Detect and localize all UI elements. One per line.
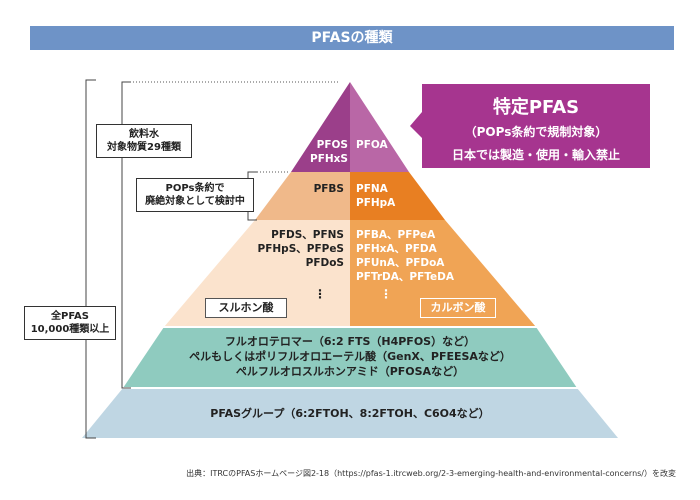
callout-title: 特定PFAS xyxy=(492,97,580,118)
pyramid-green-band xyxy=(123,327,577,388)
callout-note: 日本では製造・使用・輸入禁止 xyxy=(451,148,620,162)
third-right-label: PFBA、PFPeA PFHxA、PFDA PFUnA、PFDoA PFTrDA… xyxy=(356,229,454,283)
third-left-ellipsis: ⋮ xyxy=(314,287,326,301)
callout-pointer xyxy=(410,112,422,138)
source-note: 出典：ITRCのPFASホームページ図2-18（https://pfas-1.i… xyxy=(186,469,676,478)
top-left-label: PFOS PFHxS xyxy=(310,139,348,165)
all-pfas-box: 全PFAS 10,000種類以上 xyxy=(24,306,116,340)
callout-subtitle: （POPs条約で規制対象） xyxy=(464,125,608,139)
second-right-label: PFNA PFHpA xyxy=(356,183,396,209)
page-title: PFASの種類 xyxy=(30,26,674,50)
pyramid-base-band xyxy=(82,388,618,438)
pops-candidate-box: POPs条約で 廃絶対象として検討中 xyxy=(136,178,254,212)
pyramid-second-left xyxy=(255,172,350,220)
pyramid-top-right xyxy=(350,82,409,172)
green-band-text: フルオロテロマー（6:2 FTS（H4PFOS）など） ペルもしくはポリフルオロ… xyxy=(189,335,511,378)
third-left-label: PFDS、PFNS PFHpS、PFPeS PFDoS xyxy=(257,229,344,269)
carboxylic-acid-tag: カルボン酸 xyxy=(420,298,496,318)
specific-pfas-callout: 特定PFAS （POPs条約で規制対象） 日本では製造・使用・輸入禁止 xyxy=(422,84,650,168)
sulfonic-acid-tag: スルホン酸 xyxy=(205,298,287,318)
third-right-ellipsis: ⋮ xyxy=(380,287,392,301)
bracket-drinking-water xyxy=(121,81,131,389)
top-right-label: PFOA xyxy=(356,139,388,151)
drinking-water-box: 飲料水 対象物質29種類 xyxy=(96,124,192,158)
second-left-label: PFBS xyxy=(313,183,344,195)
blue-band-text: PFASグループ（6:2FTOH、8:2FTOH、C6O4など） xyxy=(210,407,490,420)
pyramid-top-left xyxy=(291,82,350,172)
bracket-all-pfas xyxy=(85,79,96,439)
pyramid-second-right xyxy=(350,172,445,220)
